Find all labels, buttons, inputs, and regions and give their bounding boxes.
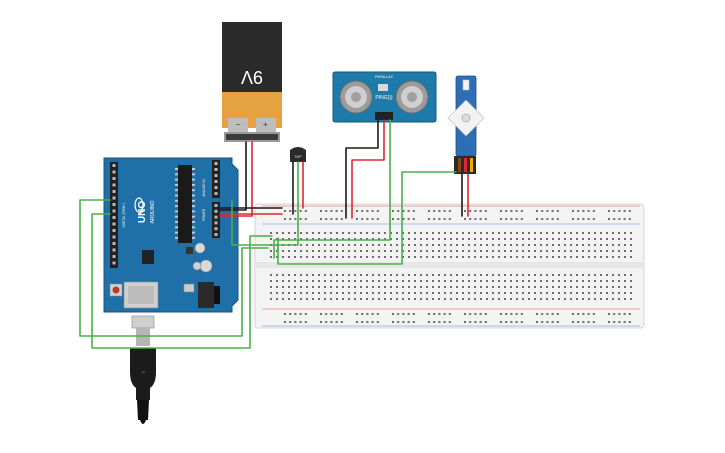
usb-cable-icon[interactable]: ≡ (130, 315, 156, 424)
wire-sensor-gnd[interactable] (345, 119, 379, 219)
wire-sensor-vcc[interactable] (351, 119, 385, 219)
breadboard[interactable] (254, 203, 645, 329)
digital-header[interactable] (110, 162, 118, 268)
battery-9v[interactable]: − + 9V (222, 22, 282, 142)
header-pins (214, 162, 218, 236)
capacitor (194, 242, 206, 254)
wire-sensor-signal[interactable] (273, 119, 391, 259)
sensor-pins[interactable] (375, 112, 393, 120)
arduino-uno-board[interactable]: UNO ARDUINO POWER ANALOG IN DIGITAL (PWM… (103, 157, 239, 313)
power-header[interactable] (212, 160, 220, 198)
sensor-brand-text: PARALLAX (375, 75, 393, 79)
arduino-brand-label: ARDUINO (150, 200, 156, 223)
header-pins (112, 164, 116, 265)
battery-plus-label: + (263, 120, 268, 129)
battery-minus-terminal[interactable] (228, 118, 248, 132)
microcontroller-chip (178, 165, 192, 243)
battery-minus-label: − (236, 120, 241, 129)
wire-tmp-signal[interactable] (231, 161, 299, 246)
wire-digital-loop-inner[interactable] (91, 213, 273, 349)
wires (79, 119, 469, 349)
svg-text:≡: ≡ (141, 370, 147, 373)
battery-label: 9V (241, 67, 263, 87)
voltage-regulator (142, 250, 154, 264)
wire-battery-negative[interactable] (219, 141, 247, 211)
temperature-sensor-label: TMP (294, 155, 302, 159)
arduino-logo-icon (134, 197, 144, 213)
breadboard-holes[interactable] (270, 210, 632, 323)
power-jack[interactable] (198, 282, 214, 308)
arduino-model-label: UNO (137, 201, 148, 223)
ultrasonic-sensor[interactable]: PARALLAX PING))) (332, 71, 437, 123)
servo-motor-icon[interactable] (447, 75, 485, 174)
digital-label: DIGITAL (PWM~) (122, 203, 126, 228)
wire-servo-signal[interactable] (277, 171, 457, 265)
wire-digital-loop-outer[interactable] (79, 199, 269, 337)
analog-header[interactable] (212, 202, 220, 238)
battery-plus-terminal[interactable] (256, 118, 276, 132)
sensor-label: PING))) (375, 95, 393, 101)
analog-label: ANALOG IN (202, 179, 206, 197)
temperature-sensor[interactable]: TMP (290, 147, 306, 162)
wire-battery-positive[interactable] (219, 141, 253, 217)
capacitor (199, 259, 213, 273)
power-label: POWER (202, 208, 206, 221)
crystal (183, 283, 195, 293)
